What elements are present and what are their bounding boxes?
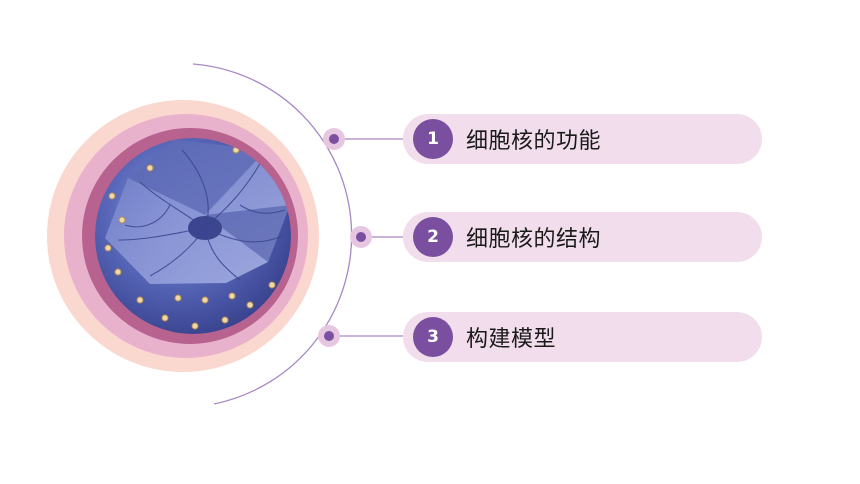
- item-label: 构建模型: [466, 327, 557, 352]
- item-number-badge: 3: [413, 317, 453, 357]
- menu-item-function[interactable]: 1 细胞核的功能: [403, 114, 762, 164]
- item-label: 细胞核的结构: [466, 227, 602, 252]
- item-label: 细胞核的功能: [466, 129, 602, 154]
- item-number-badge: 2: [413, 217, 453, 257]
- connector-1: [323, 128, 403, 150]
- item-number-badge: 1: [413, 119, 453, 159]
- menu-item-structure[interactable]: 2 细胞核的结构: [403, 212, 762, 262]
- outer-arc: [192, 63, 353, 405]
- connector-3: [318, 325, 403, 347]
- connector-2: [350, 226, 403, 248]
- nucleus-body: [95, 138, 291, 334]
- menu-item-model[interactable]: 3 构建模型: [403, 312, 762, 362]
